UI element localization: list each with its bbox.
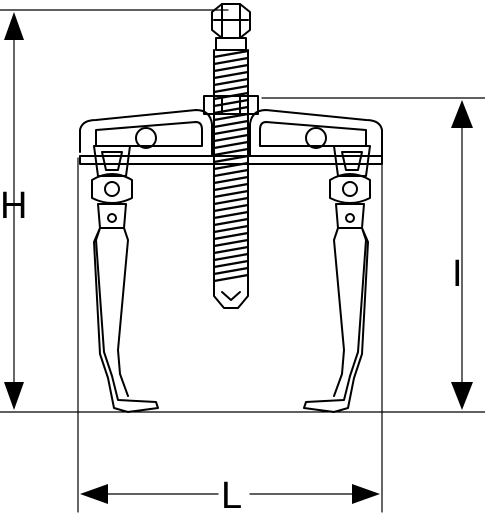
width-dimension-arrow bbox=[80, 484, 380, 504]
thread-line bbox=[212, 252, 250, 262]
inner-depth-dimension-arrow bbox=[451, 100, 473, 410]
thread-line bbox=[212, 203, 250, 213]
thread-line bbox=[212, 245, 250, 255]
thread-line bbox=[212, 189, 250, 199]
thread-line bbox=[212, 224, 250, 234]
thread-line bbox=[212, 168, 250, 178]
thread-line bbox=[212, 259, 250, 269]
thread-line bbox=[212, 266, 250, 276]
thread-line bbox=[212, 273, 250, 283]
spindle-threads bbox=[212, 49, 250, 283]
height-label: H bbox=[0, 185, 27, 227]
thread-line bbox=[212, 84, 250, 94]
height-dimension-arrow bbox=[4, 12, 24, 410]
left-puller-arm bbox=[91, 145, 159, 413]
thread-line bbox=[212, 49, 250, 59]
thread-line bbox=[212, 147, 250, 157]
thread-line bbox=[212, 56, 250, 66]
right-puller-arm bbox=[303, 145, 371, 413]
thread-line bbox=[212, 196, 250, 206]
thread-line bbox=[212, 210, 250, 220]
thread-line bbox=[212, 140, 250, 150]
center-nut bbox=[203, 95, 259, 115]
thread-line bbox=[212, 70, 250, 80]
thread-line bbox=[212, 217, 250, 227]
thread-line bbox=[212, 77, 250, 87]
thread-line bbox=[212, 98, 250, 108]
inner-depth-label: I bbox=[452, 253, 463, 295]
thread-line bbox=[212, 231, 250, 241]
crossbar-yoke bbox=[79, 109, 383, 165]
thread-line bbox=[212, 133, 250, 143]
thread-line bbox=[212, 175, 250, 185]
thread-line bbox=[212, 238, 250, 248]
width-label: L bbox=[221, 475, 242, 517]
thread-line bbox=[212, 63, 250, 73]
thread-line bbox=[212, 182, 250, 192]
thread-line bbox=[212, 126, 250, 136]
thread-line bbox=[212, 105, 250, 115]
extension-lines bbox=[0, 9, 485, 513]
thread-line bbox=[212, 119, 250, 129]
